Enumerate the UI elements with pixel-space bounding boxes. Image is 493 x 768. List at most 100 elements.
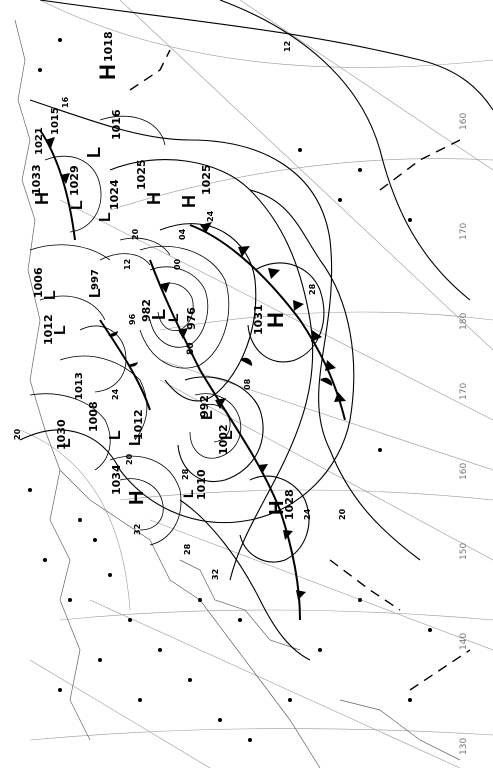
isobar-label: 16: [61, 96, 70, 108]
front-triangle: [238, 246, 250, 257]
longitude-label: 130: [459, 738, 469, 755]
isobar-label: 24: [111, 388, 120, 400]
pressure-center-value: 1024: [108, 179, 121, 210]
pressure-center-letter: H: [263, 312, 288, 328]
isobar-label: 24: [206, 210, 215, 222]
isobar-label: 28: [181, 468, 190, 480]
pressure-center-letter: L: [107, 430, 124, 440]
misc-label: 1021: [34, 127, 45, 155]
pressure-center-value: 1016: [110, 109, 123, 140]
front-triangle: [283, 530, 293, 540]
pressure-center-value: 1018: [102, 31, 115, 62]
front-triangle: [268, 268, 280, 279]
pressure-center-value: 1008: [87, 401, 100, 432]
front-triangle: [178, 328, 188, 339]
isobar-label: 24: [303, 508, 312, 520]
pressure-center-value: 1028: [283, 489, 296, 520]
coastlines: [14, 19, 461, 768]
longitude-label: 160: [459, 463, 469, 480]
longitude-label: 150: [459, 543, 469, 560]
pressure-center-letter: H: [144, 192, 164, 205]
pressure-center-letter: H: [32, 192, 52, 205]
pressure-centers: H 1018 L 1016 H 1033 L 1029 L 1024 H 102…: [30, 31, 296, 520]
pressure-center-value: 1025: [135, 159, 148, 190]
pressure-center-value: 1012: [132, 409, 145, 440]
pressure-center-letter: H: [179, 195, 199, 208]
pressure-center-letter: L: [42, 290, 59, 300]
isobar-label: 28: [308, 283, 317, 295]
front-semicircle: [128, 362, 138, 367]
longitude-label: 170: [459, 383, 469, 400]
front-triangle: [296, 590, 306, 600]
isobar-label: 08: [243, 378, 252, 390]
cold-front-main: [189, 224, 346, 421]
front-triangle: [293, 300, 304, 311]
pressure-center-value: 982: [140, 299, 153, 322]
pressure-center-letter: H: [126, 491, 148, 505]
front-triangle: [200, 222, 212, 233]
isobar-label: 12: [123, 259, 132, 270]
misc-label: 1013: [74, 372, 85, 400]
pressure-center-letter: L: [127, 436, 144, 446]
isobars: [19, 0, 493, 661]
pressure-center-value: 1029: [68, 165, 81, 196]
pressure-center-value: 1034: [110, 464, 123, 495]
pressure-center-letter: L: [84, 147, 104, 158]
isobar-label: 20: [13, 428, 22, 440]
front-semicircle: [240, 357, 253, 366]
isobar-label: 20: [338, 508, 347, 520]
fronts: [39, 129, 346, 621]
graticule: [19, 0, 493, 768]
cold-front-south: [149, 259, 301, 621]
pressure-center-value: 1030: [55, 419, 68, 450]
pressure-center-value: 992: [198, 395, 211, 418]
pressure-center-letter: L: [87, 288, 104, 298]
front-triangle: [334, 392, 346, 402]
front-triangle: [60, 173, 70, 184]
pressure-center-value: 1031: [252, 304, 265, 335]
pressure-center-letter: L: [165, 313, 181, 322]
pressure-center-letter: L: [199, 410, 216, 420]
isobar-label: 96: [128, 313, 137, 325]
front-triangle: [160, 282, 170, 293]
pressure-center-letter: L: [52, 325, 69, 335]
pressure-center-letter: L: [97, 212, 114, 222]
isobar-label: 32: [211, 569, 220, 580]
isobar-labels: 12 16 20 24 28 32 20 24 28 20 24 32 28 2…: [13, 41, 347, 580]
pressure-center-value: 976: [185, 307, 198, 330]
front-triangle: [215, 398, 226, 409]
pressure-center-letter: L: [57, 438, 74, 448]
pressure-center-letter: H: [95, 64, 120, 80]
longitude-label: 170: [459, 223, 469, 240]
pressure-center-value: 1006: [32, 267, 45, 298]
misc-label: 1015: [50, 107, 61, 135]
station-plots: [28, 38, 432, 742]
pressure-center-value: 1033: [30, 164, 43, 195]
isobar-label: 32: [133, 524, 142, 535]
longitude-label: 160: [459, 113, 469, 130]
pressure-center-value: 1012: [42, 314, 55, 345]
misc-labels: 1015 1021 1013: [34, 107, 85, 400]
front-semicircle: [108, 331, 118, 337]
isobar-label: 20: [131, 228, 140, 240]
isobar-label: 28: [183, 543, 192, 555]
front-triangle: [311, 330, 322, 342]
pressure-center-value: 1025: [200, 164, 213, 195]
front-semicircle: [320, 377, 333, 386]
front-triangle: [45, 137, 55, 148]
pressure-center-letter: L: [180, 489, 196, 498]
isobar-label: 20: [125, 453, 134, 465]
isobar-label: 80: [186, 342, 196, 355]
pressure-center-value: 997: [90, 269, 101, 290]
pressure-center-value: 1002: [217, 424, 230, 455]
longitude-labels: 160 170 180 170 160 150 140 130: [459, 113, 469, 755]
pressure-center-letter: L: [149, 309, 169, 320]
trough-lines: [129, 49, 471, 691]
pressure-center-value: 1010: [195, 469, 208, 500]
front-triangle: [258, 464, 268, 474]
longitude-label: 180: [459, 313, 469, 330]
pressure-center-letter: H: [266, 501, 288, 515]
longitude-label: 140: [459, 633, 469, 650]
isobar-label: 12: [283, 41, 292, 52]
